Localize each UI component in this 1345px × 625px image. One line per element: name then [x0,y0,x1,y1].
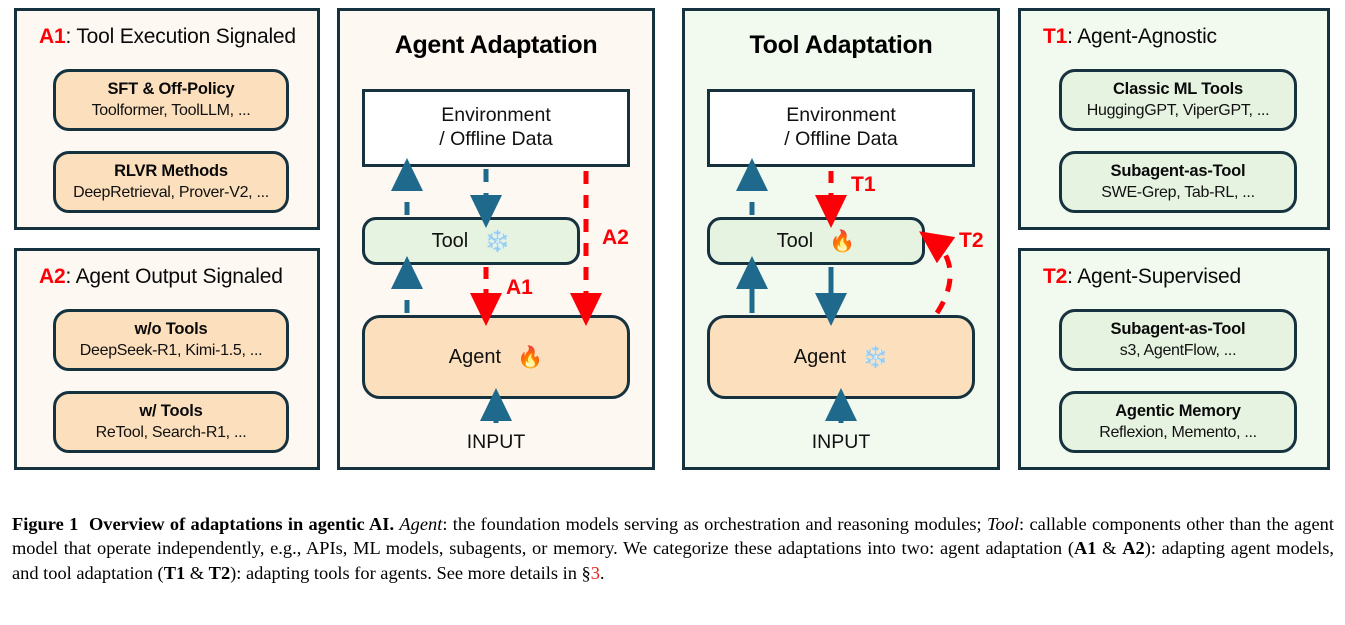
card-wo-tools[interactable]: w/o Tools DeepSeek-R1, Kimi-1.5, ... [53,309,289,371]
caption-a1: A1 [1073,538,1097,559]
panel-t1-title-text: : Agent-Agnostic [1067,25,1217,48]
card-subtitle: DeepSeek-R1, Kimi-1.5, ... [79,341,263,359]
card-title: w/ Tools [139,401,203,420]
card-agentic-memory[interactable]: Agentic Memory Reflexion, Memento, ... [1059,391,1297,453]
panel-t1-title: T1: Agent-Agnostic [1043,25,1217,49]
caption-t2: T2 [208,562,231,583]
caption-amp-2: & [185,562,209,583]
agent-label: Agent [793,345,847,368]
caption-text-1: : the foundation models serving as orche… [442,514,987,534]
panel-a1-title-text: : Tool Execution Signaled [65,25,296,48]
panel-a2-title: A2: Agent Output Signaled [39,265,283,289]
caption-section-ref[interactable]: 3 [590,562,600,583]
card-title: Classic ML Tools [1112,79,1244,98]
panel-tool-adaptation: Tool Adaptation Environment / Offline Da… [682,8,1000,470]
arrow-label-t2: T2 [959,229,984,252]
tool-label: Tool [431,229,469,252]
card-title: Agentic Memory [1115,401,1241,420]
card-subtitle: SWE-Grep, Tab-RL, ... [1101,183,1255,201]
card-title: w/o Tools [134,319,208,338]
figure-caption: Figure 1 Overview of adaptations in agen… [12,512,1334,585]
panel-t2: T2: Agent-Supervised Subagent-as-Tool s3… [1018,248,1330,470]
env-line-2: / Offline Data [784,128,898,150]
card-w-tools[interactable]: w/ Tools ReTool, Search-R1, ... [53,391,289,453]
panel-a1-title: A1: Tool Execution Signaled [39,25,296,49]
card-title: RLVR Methods [114,161,228,180]
panel-agent-adaptation: Agent Adaptation Environment / Offline D… [337,8,655,470]
tool-adaptation-agent-box[interactable]: Agent ❄️ [707,315,975,399]
panel-t2-tag: T2 [1043,265,1068,288]
panel-t1: T1: Agent-Agnostic Classic ML Tools Hugg… [1018,8,1330,230]
panel-a1-tag: A1 [39,25,66,48]
panel-t2-title: T2: Agent-Supervised [1043,265,1241,289]
caption-headline: Overview of adaptations in agentic AI. [88,514,395,534]
tool-adaptation-environment-box: Environment / Offline Data [707,89,975,167]
agent-adaptation-title: Agent Adaptation [394,31,598,59]
caption-agent-term: Agent [399,514,443,534]
arrow-label-t1: T1 [851,173,876,196]
tool-adaptation-input-label: INPUT [811,431,871,453]
caption-t1: T1 [163,562,186,583]
card-subtitle: s3, AgentFlow, ... [1119,341,1237,359]
card-title: Subagent-as-Tool [1110,319,1246,338]
agent-label: Agent [448,345,502,368]
agent-adaptation-input-label: INPUT [466,431,526,453]
caption-amp-1: & [1096,538,1123,559]
caption-figure-label: Figure 1 [12,514,79,534]
caption-text-2: : callable components other than the age… [12,514,1334,559]
caption-tool-term: Tool [987,514,1020,534]
agent-adaptation-tool-box[interactable]: Tool ❄️ [362,217,580,265]
caption-text-3: ): adapting agent models, and tool adapt… [12,538,1334,583]
card-title: SFT & Off-Policy [107,79,235,98]
panel-a2: A2: Agent Output Signaled w/o Tools Deep… [14,248,320,470]
caption-a2: A2 [1122,538,1145,559]
panel-a1: A1: Tool Execution Signaled SFT & Off-Po… [14,8,320,230]
panel-t1-tag: T1 [1043,25,1068,48]
snowflake-icon: ❄️ [862,345,889,369]
card-rlvr-methods[interactable]: RLVR Methods DeepRetrieval, Prover-V2, .… [53,151,289,213]
card-classic-ml-tools[interactable]: Classic ML Tools HuggingGPT, ViperGPT, .… [1059,69,1297,131]
card-subtitle: HuggingGPT, ViperGPT, ... [1086,101,1270,119]
panel-a2-tag: A2 [39,265,66,288]
tool-adaptation-title: Tool Adaptation [749,31,933,59]
card-subagent-as-tool-t1[interactable]: Subagent-as-Tool SWE-Grep, Tab-RL, ... [1059,151,1297,213]
tool-adaptation-tool-box[interactable]: Tool 🔥 [707,217,925,265]
card-subtitle: DeepRetrieval, Prover-V2, ... [73,183,269,201]
snowflake-icon: ❄️ [484,229,511,253]
card-subagent-as-tool-t2[interactable]: Subagent-as-Tool s3, AgentFlow, ... [1059,309,1297,371]
card-sft-off-policy[interactable]: SFT & Off-Policy Toolformer, ToolLLM, ..… [53,69,289,131]
fire-icon: 🔥 [829,229,856,253]
env-line-2: / Offline Data [439,128,553,150]
caption-text-5: . [599,562,605,583]
agent-adaptation-agent-box[interactable]: Agent 🔥 [362,315,630,399]
agent-adaptation-environment-box: Environment / Offline Data [362,89,630,167]
arrow-label-a2: A2 [602,226,629,249]
card-subtitle: Toolformer, ToolLLM, ... [91,101,251,119]
card-subtitle: Reflexion, Memento, ... [1099,423,1257,441]
tool-label: Tool [776,229,814,252]
arrow-label-a1: A1 [506,276,533,299]
fire-icon: 🔥 [517,345,544,369]
panel-t2-title-text: : Agent-Supervised [1067,265,1241,288]
card-subtitle: ReTool, Search-R1, ... [95,423,247,441]
panel-a2-title-text: : Agent Output Signaled [65,265,283,288]
caption-text-4: ): adapting tools for agents. See more d… [230,562,591,583]
card-title: Subagent-as-Tool [1110,161,1246,180]
env-line-1: Environment [786,104,896,127]
env-line-1: Environment [441,104,551,127]
